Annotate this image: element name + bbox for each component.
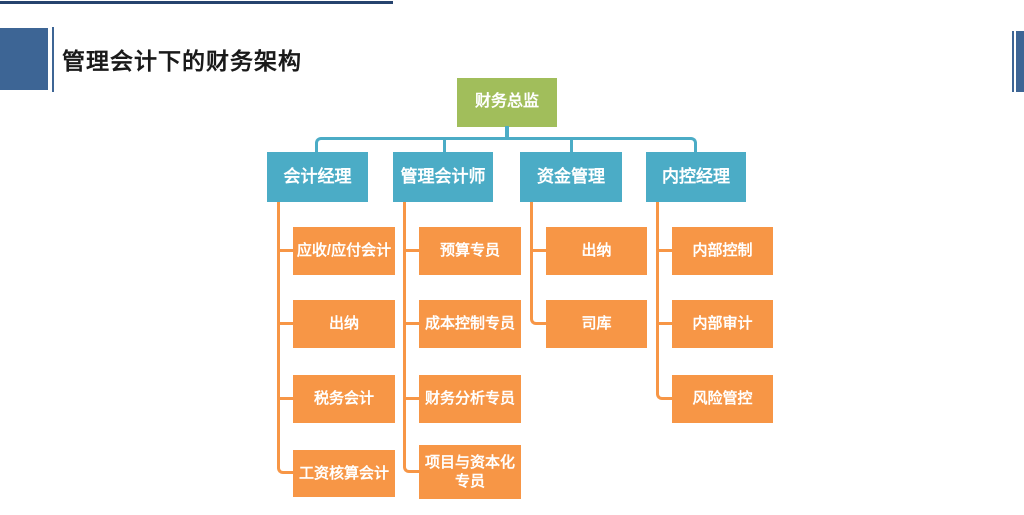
connector-stub (533, 249, 546, 252)
connector-column-2 (403, 202, 419, 473)
connector-stub (406, 249, 419, 252)
org-node-leaf-risk-management[interactable]: 风险管控 (672, 375, 773, 423)
connector-stub (659, 249, 672, 252)
org-node-branch-management-accountant[interactable]: 管理会计师 (393, 152, 493, 202)
org-node-root[interactable]: 财务总监 (457, 78, 557, 127)
org-node-leaf-project-capitalization-specialist[interactable]: 项目与资本化专员 (419, 445, 521, 499)
connector-stub (280, 322, 293, 325)
org-node-leaf-internal-audit[interactable]: 内部审计 (672, 300, 773, 348)
connector-column-4 (656, 202, 672, 400)
org-node-leaf-tax-accountant[interactable]: 税务会计 (293, 375, 395, 423)
org-node-leaf-financial-analysis-specialist[interactable]: 财务分析专员 (419, 375, 521, 423)
org-node-leaf-ar-ap-accountant[interactable]: 应收/应付会计 (293, 227, 395, 275)
connector-stub (280, 397, 293, 400)
org-node-branch-accounting-manager[interactable]: 会计经理 (267, 152, 368, 202)
connector-branch-drop-2 (570, 140, 573, 153)
org-node-leaf-cost-control-specialist[interactable]: 成本控制专员 (419, 300, 521, 348)
connector-stub (406, 322, 419, 325)
right-accent-bar (1016, 31, 1024, 92)
org-node-leaf-treasurer[interactable]: 司库 (546, 300, 647, 348)
connector-column-1 (277, 202, 293, 474)
title-accent-divider (52, 27, 54, 92)
connector-root-bracket (315, 137, 697, 153)
org-node-branch-funds-management[interactable]: 资金管理 (520, 152, 622, 202)
connector-branch-drop-1 (443, 140, 446, 153)
org-node-leaf-budget-specialist[interactable]: 预算专员 (419, 227, 521, 275)
org-node-leaf-payroll-accountant[interactable]: 工资核算会计 (293, 450, 395, 497)
title-accent-rectangle (0, 28, 48, 90)
slide-title: 管理会计下的财务架构 (62, 48, 302, 74)
connector-stub (280, 249, 293, 252)
connector-stub (659, 322, 672, 325)
org-node-leaf-cashier-2[interactable]: 出纳 (546, 227, 647, 275)
org-node-branch-internal-control-manager[interactable]: 内控经理 (646, 152, 746, 202)
connector-stub (406, 397, 419, 400)
org-node-leaf-cashier-1[interactable]: 出纳 (293, 300, 395, 348)
org-node-leaf-internal-control[interactable]: 内部控制 (672, 227, 773, 275)
top-accent-line (0, 1, 393, 4)
right-accent-divider (1012, 31, 1014, 92)
connector-column-3 (530, 202, 546, 325)
connector-root-feed (505, 126, 509, 138)
